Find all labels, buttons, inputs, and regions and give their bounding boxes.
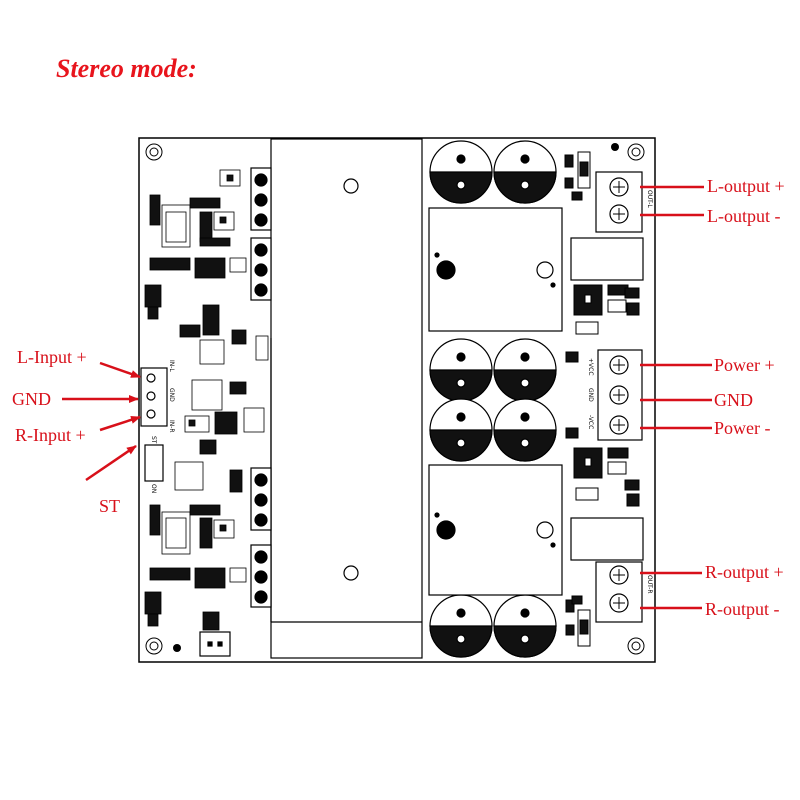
gnd-power-label: GND [714, 390, 753, 410]
r-input-label: R-Input + [15, 425, 86, 445]
capacitor-icon [429, 140, 557, 658]
mounting-hole-icon [145, 143, 645, 655]
l-input-label: L-Input + [17, 347, 87, 367]
silk-in-l: IN-L [168, 360, 175, 372]
silk-vcc-gnd: GND [587, 388, 594, 402]
silk-vcc-pos: +VCC [587, 358, 594, 376]
st-label: ST [99, 496, 121, 516]
r-output-neg-label: R-output - [705, 599, 780, 619]
silk-gnd: GND [168, 388, 175, 402]
power-pos-label: Power + [714, 355, 775, 375]
arrow-icon [62, 361, 141, 482]
power-neg-label: Power - [714, 418, 771, 438]
silk-out-r: OUT-R [646, 575, 653, 594]
input-connector [140, 367, 231, 657]
gnd-input-label: GND [12, 389, 51, 409]
silk-in-r: IN-R [168, 420, 175, 433]
l-output-neg-label: L-output - [707, 206, 781, 226]
silk-st: ST [150, 436, 157, 444]
output-lines [640, 185, 712, 610]
inductor-block [428, 207, 563, 596]
l-output-pos-label: L-output + [707, 176, 785, 196]
silk-on: ON [150, 484, 157, 493]
page-title: Stereo mode: [56, 54, 197, 83]
silk-out-l: OUT-L [646, 190, 653, 208]
silk-vcc-neg: -VCC [587, 415, 594, 429]
r-output-pos-label: R-output + [705, 562, 784, 582]
